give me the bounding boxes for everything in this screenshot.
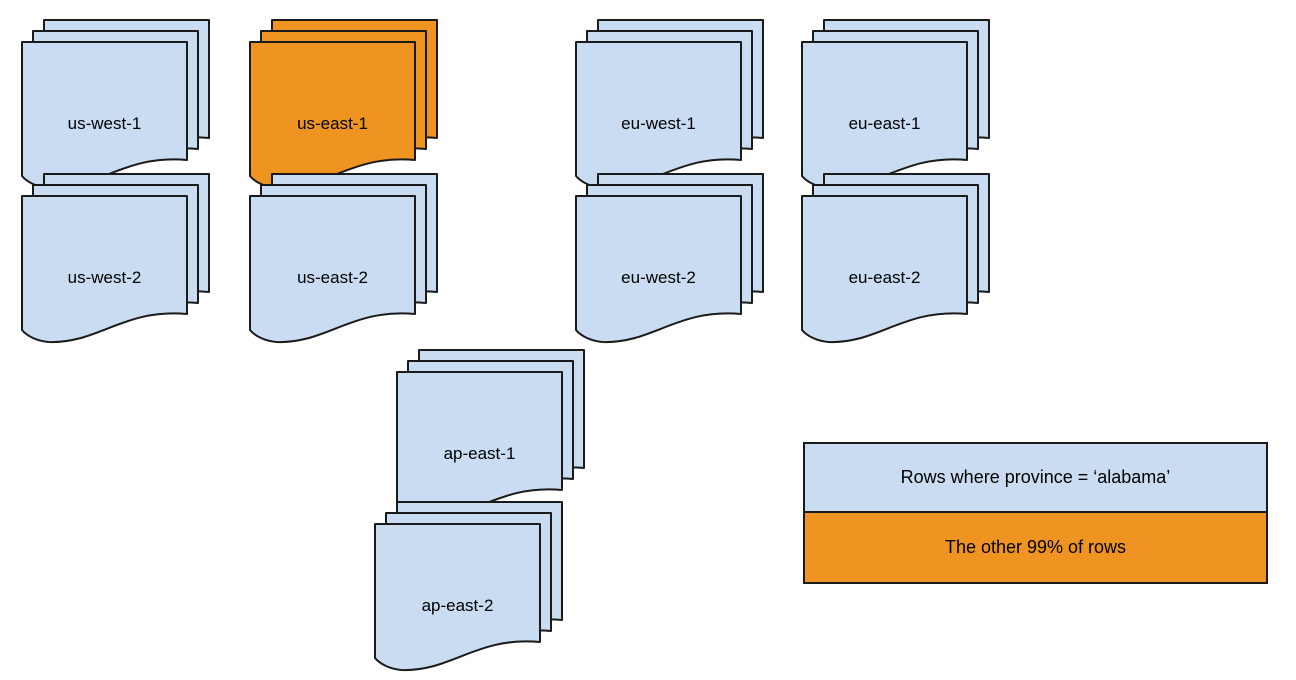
legend: Rows where province = ‘alabama’ The othe… xyxy=(803,442,1268,584)
region-stack-us-west-2[interactable]: us-west-2 xyxy=(20,172,246,344)
region-stack-ap-east-1[interactable]: ap-east-1 xyxy=(395,348,621,520)
region-stack-eu-east-2[interactable]: eu-east-2 xyxy=(800,172,1026,344)
region-stack-eu-east-1[interactable]: eu-east-1 xyxy=(800,18,1026,190)
document-stack-shape xyxy=(575,173,764,344)
document-stack-shape xyxy=(21,19,210,190)
region-stack-us-west-1[interactable]: us-west-1 xyxy=(20,18,246,190)
document-stack-shape xyxy=(801,173,990,344)
document-stack-shape xyxy=(575,19,764,190)
document-sheet xyxy=(575,41,742,190)
document-sheet xyxy=(21,41,188,190)
legend-item-alabama: Rows where province = ‘alabama’ xyxy=(805,444,1266,513)
document-sheet xyxy=(249,195,416,344)
document-stack-shape xyxy=(249,19,438,190)
legend-label-other: The other 99% of rows xyxy=(944,537,1127,557)
region-stack-eu-west-2[interactable]: eu-west-2 xyxy=(574,172,800,344)
document-sheet xyxy=(21,195,188,344)
document-stack-shape xyxy=(249,173,438,344)
region-stack-us-east-2[interactable]: us-east-2 xyxy=(248,172,474,344)
document-sheet xyxy=(396,371,563,520)
document-stack-shape xyxy=(801,19,990,190)
region-stack-ap-east-2[interactable]: ap-east-2 xyxy=(373,500,599,672)
document-stack-shape xyxy=(21,173,210,344)
document-sheet xyxy=(374,523,541,672)
legend-label-alabama: Rows where province = ‘alabama’ xyxy=(900,467,1171,487)
document-sheet xyxy=(575,195,742,344)
region-stack-us-east-1[interactable]: us-east-1 xyxy=(248,18,474,190)
legend-item-other: The other 99% of rows xyxy=(805,513,1266,582)
document-sheet xyxy=(801,41,968,190)
document-sheet xyxy=(801,195,968,344)
document-sheet xyxy=(249,41,416,190)
document-stack-shape xyxy=(374,501,563,672)
region-stack-eu-west-1[interactable]: eu-west-1 xyxy=(574,18,800,190)
document-stack-shape xyxy=(396,349,585,520)
